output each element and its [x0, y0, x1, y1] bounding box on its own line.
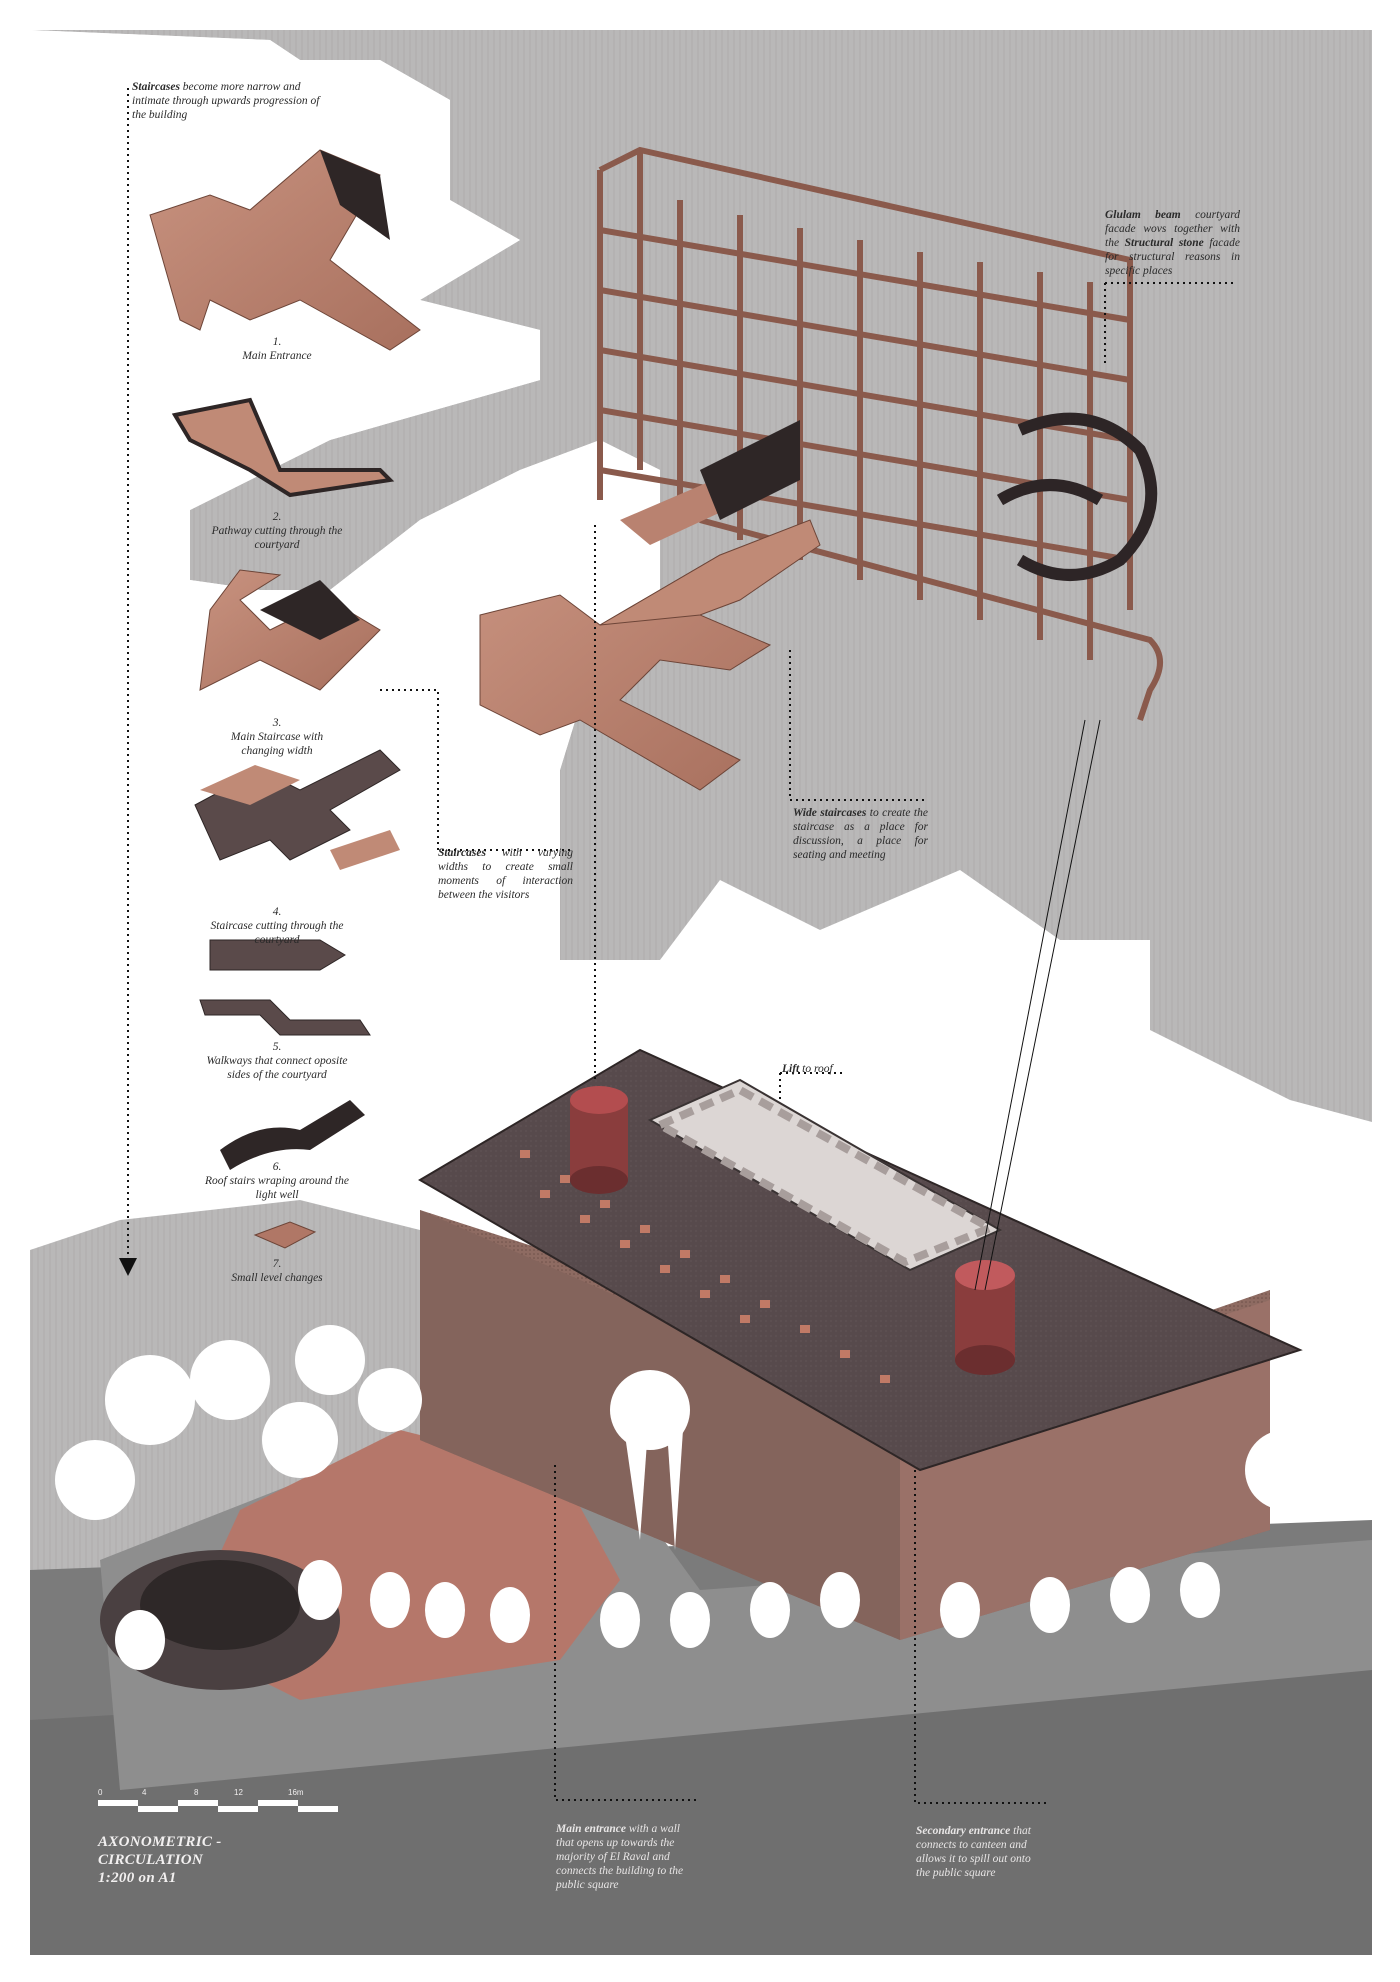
label-element-4: 4.Staircase cutting through the courtyar…: [210, 906, 344, 946]
note-lift: Lift to roof: [782, 1063, 833, 1075]
element-icons: [149, 149, 421, 1249]
scale-tick-12: 12: [234, 1788, 243, 1797]
label-element-5: 5.Walkways that connect oposite sides of…: [206, 1041, 348, 1081]
label-element-3: 3.Main Staircase with changing width: [230, 717, 324, 757]
note-staircases-varying: Staircases with varying widths to create…: [438, 847, 573, 901]
lift-cylinder-right: [955, 1260, 1015, 1375]
icon-level-changes: [253, 1221, 317, 1249]
label-element-7: 7.Small level changes: [231, 1258, 323, 1284]
note-staircases-top: Staircases become more narrow and intima…: [132, 81, 320, 121]
icon-roof-stairs: [220, 1100, 365, 1170]
icon-pathway: [171, 397, 395, 498]
label-element-6: 6.Roof stairs wraping around the light w…: [205, 1161, 349, 1201]
arrow-head: [119, 1258, 137, 1276]
trees: [55, 1325, 1325, 1670]
scale-tick-16: 16m: [288, 1788, 304, 1797]
scale-tick-4: 4: [142, 1788, 147, 1797]
main-staircase-exploded: [479, 420, 821, 791]
exploded-circulation: [479, 146, 1163, 791]
scale-bar: [98, 1800, 338, 1812]
icon-main-staircase: [199, 569, 381, 691]
drawing-title: AXONOMETRIC - CIRCULATION 1:200 on A1: [98, 1834, 222, 1886]
icon-walkways: [199, 939, 371, 1036]
leader-lines: [127, 88, 1235, 1804]
note-wide-staircases: Wide staircases to create the staircase …: [793, 807, 928, 861]
note-main-entrance: Main entrance with a wall that opens up …: [556, 1823, 684, 1891]
note-secondary-entrance: Secondary entrance that connects to cant…: [916, 1825, 1031, 1879]
lift-cylinder-left: [570, 1086, 628, 1194]
label-element-2: 2.Pathway cutting through the courtyard: [211, 511, 343, 551]
icon-staircase-courtyard: [194, 749, 401, 870]
label-element-1: 1.Main Entrance: [242, 336, 312, 362]
scale-tick-0: 0: [98, 1788, 103, 1797]
scale-tick-8: 8: [194, 1788, 199, 1797]
note-glulam: Glulam beam courtyard facade wovs togeth…: [1105, 209, 1240, 277]
roof-spiral-stairs: [996, 412, 1158, 581]
building-axonometric: [55, 1048, 1372, 1790]
roof-skylights: [520, 1150, 890, 1383]
icon-main-entrance: [149, 149, 421, 351]
